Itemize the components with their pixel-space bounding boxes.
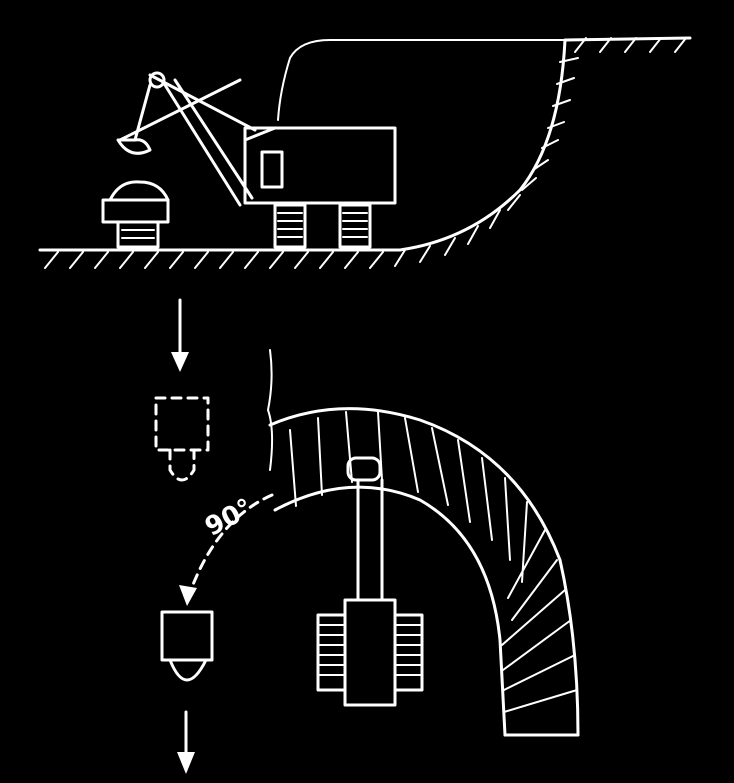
excavator-boom	[163, 78, 254, 207]
wall-edge	[266, 349, 274, 471]
bench-divisions	[289, 411, 578, 713]
ground-hatching	[44, 37, 687, 269]
stick	[133, 83, 152, 142]
track-plan-right	[393, 613, 424, 692]
truck-dashed-cab	[168, 448, 196, 482]
bench-outer	[268, 407, 580, 737]
plan-view: 90°	[154, 298, 580, 774]
bench-inner	[273, 485, 507, 737]
track-plan-treads	[319, 624, 421, 676]
cab-window	[260, 150, 284, 189]
excavator-plan-body	[343, 598, 397, 707]
angle-label: 90°	[200, 493, 258, 543]
ground-line	[38, 36, 692, 252]
boom-plan	[356, 478, 384, 602]
swing-arrow-head	[179, 585, 197, 606]
track-left	[273, 203, 307, 249]
arrow-head-bottom	[177, 752, 195, 774]
excavator-cab	[243, 126, 397, 205]
swing-arc	[186, 493, 274, 600]
truck-dashed	[154, 396, 210, 452]
hoist-cable	[289, 39, 566, 59]
truck-final-cab	[168, 658, 208, 682]
truck-treads	[121, 229, 155, 239]
track-right	[338, 203, 372, 249]
track-treads	[277, 212, 368, 238]
truck-body	[101, 198, 170, 224]
cab-roof	[243, 126, 277, 142]
arrow-head-top	[171, 352, 189, 372]
side-view	[38, 36, 692, 269]
truck-final	[160, 610, 214, 662]
excavator-head	[346, 456, 382, 482]
drag-line	[277, 57, 291, 121]
track-plan-left	[316, 613, 347, 692]
boom-pulley	[148, 71, 166, 89]
excavator-arm	[118, 73, 257, 142]
bucket	[116, 138, 152, 155]
truck-load	[108, 180, 170, 202]
truck-chassis	[116, 220, 160, 249]
